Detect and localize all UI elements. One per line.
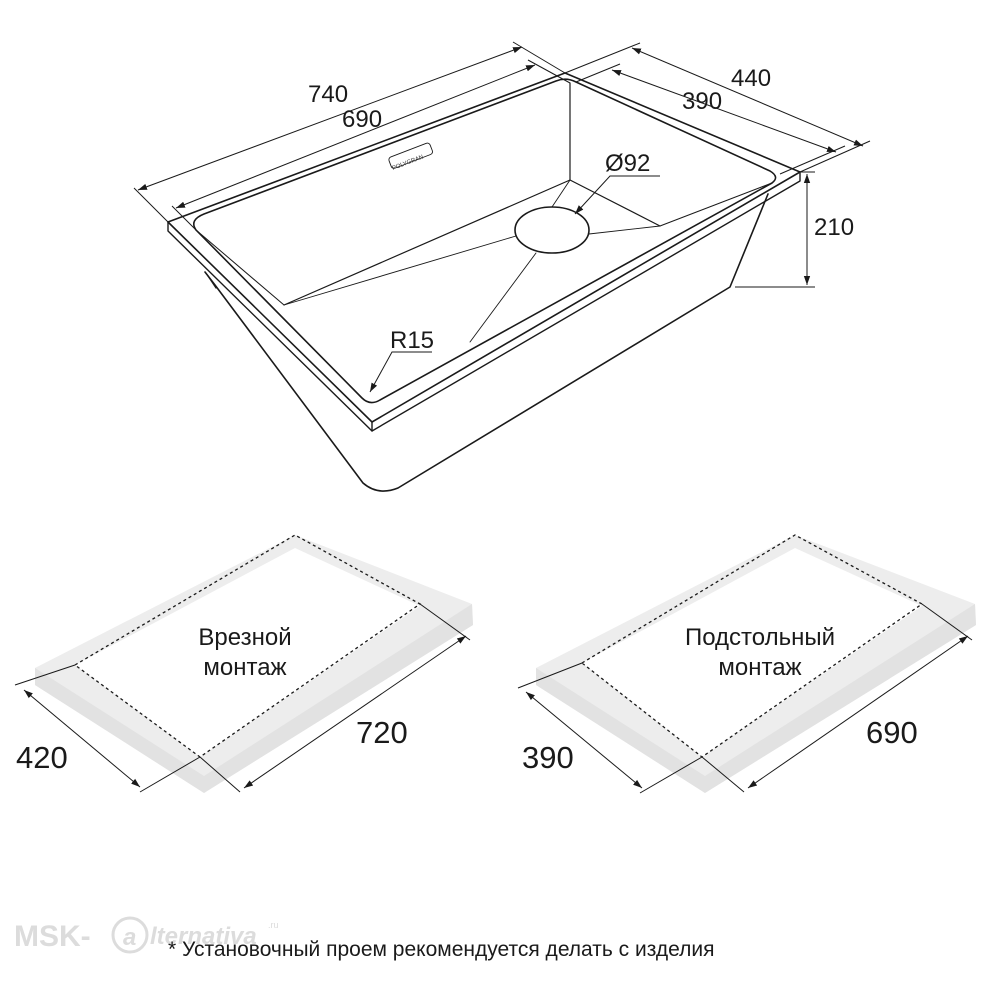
flush-dim-line-width (23, 689, 141, 788)
dim-740: 740 (308, 81, 348, 108)
flush-mount-diagram (14, 534, 473, 793)
flush-dim-length: 720 (356, 715, 408, 750)
flush-countertop (35, 535, 473, 793)
dim-line-740 (137, 46, 523, 191)
dim-radius: R15 (390, 327, 434, 354)
sink-illustration (167, 72, 801, 492)
watermark: MSK- a lternativa .ru (14, 916, 279, 954)
svg-text:.ru: .ru (268, 920, 279, 930)
dim-diameter: Ø92 (605, 150, 650, 177)
undermount-label-line1: Подстольный (685, 624, 835, 651)
svg-text:lternativa: lternativa (150, 923, 257, 950)
watermark-at-icon (111, 916, 149, 954)
dim-440: 440 (731, 65, 771, 92)
dim-690: 690 (342, 106, 382, 133)
drain-hole (514, 206, 590, 254)
footnote: * Установочный проем рекомендуется делат… (168, 938, 714, 961)
undermount-label-line2: монтаж (718, 654, 801, 681)
sink-rim-outer (167, 72, 801, 423)
dim-390: 390 (682, 88, 722, 115)
flush-dim-width: 420 (16, 740, 68, 775)
brand-mark: POLYGRAN (392, 154, 425, 171)
dim-line-440 (631, 47, 864, 147)
undermount-dim-line-width (525, 691, 643, 789)
undermount-diagram (517, 534, 976, 794)
leader-diameter (574, 175, 660, 215)
dim-line-690 (175, 64, 536, 209)
sink-inner-opening (193, 78, 777, 404)
svg-text:MSK-: MSK- (14, 920, 91, 953)
undermount-dim-width: 390 (522, 740, 574, 775)
flush-dim-line-length (243, 635, 467, 789)
undermount-dim-line-length (747, 635, 969, 789)
sink-dimension-lines (133, 41, 871, 393)
dim-line-390 (611, 69, 837, 153)
leader-radius (369, 351, 432, 393)
dim-210: 210 (814, 214, 854, 241)
flush-label-line1: Врезной (198, 624, 291, 651)
undermount-dim-length: 690 (866, 715, 918, 750)
undermount-countertop (536, 535, 976, 793)
svg-text:a: a (123, 924, 136, 951)
flush-label-line2: монтаж (203, 654, 286, 681)
sink-bowl-body (204, 193, 769, 492)
